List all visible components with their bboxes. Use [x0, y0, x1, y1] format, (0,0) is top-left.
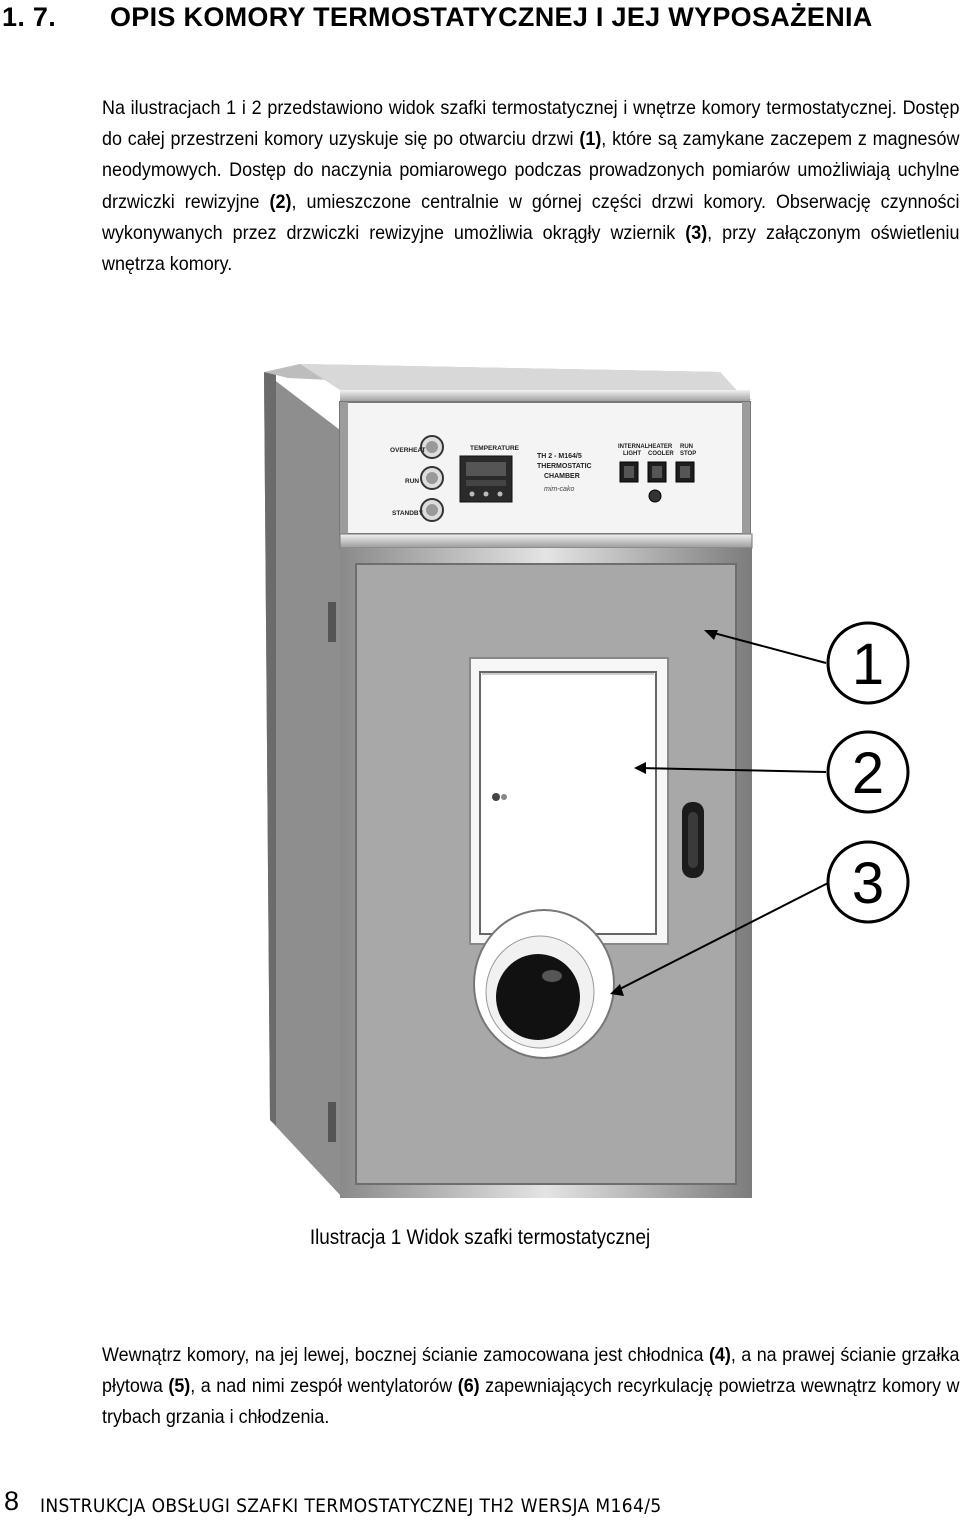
callout-arrow-2 — [637, 767, 827, 773]
switch1-label-line1: INTERNAL — [618, 444, 649, 450]
cabinet-illustration: OVERHEAT RUN STANDBY TEMPERATURE TH 2 - … — [264, 364, 910, 1198]
section-title: OPIS KOMORY TERMOSTATYCZNEJ I JEJ WYPOSA… — [110, 2, 873, 32]
inspection-door — [479, 671, 657, 935]
callout-number-2: 2 — [852, 741, 884, 806]
ref-heater: (5) — [168, 1375, 191, 1398]
switch3-label-line2: STOP — [680, 451, 696, 457]
standby-label: STANDBY — [392, 510, 424, 517]
switch2-label-line2: COOLER — [648, 451, 674, 457]
para2-text-4: zapewniających recyrkulację powietrza we… — [102, 1375, 960, 1429]
inspection-door-knob — [492, 793, 500, 801]
para2-text-3: , a nad nimi zespół wentylatorów — [190, 1375, 458, 1398]
footer-text: INSTRUKCJA OBSŁUGI SZAFKI TERMOSTATYCZNE… — [40, 1495, 662, 1517]
callout-arrow-3 — [613, 881, 831, 993]
temperature-label: TEMPERATURE — [470, 445, 520, 452]
door-hinge-bottom — [328, 1102, 336, 1142]
callout-circle-2 — [826, 730, 910, 814]
model-label-line1: TH 2 - M164/5 — [537, 453, 582, 460]
page-number: 8 — [4, 1486, 20, 1516]
switch3-label-line1: RUN — [680, 444, 693, 450]
switch2-label-line1: HEATER — [648, 444, 673, 450]
para1-text-1: Na ilustracjach 1 i 2 przedstawiono wido… — [102, 97, 960, 151]
model-label-line3: CHAMBER — [544, 473, 580, 480]
callout-number-3: 3 — [852, 851, 884, 916]
para1-text-3: , umieszczone centralnie w górnej części… — [102, 190, 960, 244]
callout-circle-3 — [826, 840, 910, 924]
para2-text-1: Wewnątrz komory, na jej lewej, bocznej ś… — [102, 1344, 709, 1366]
ref-cooler: (4) — [708, 1344, 731, 1366]
brand-label: mim-cako — [544, 486, 574, 493]
run-label: RUN — [405, 478, 419, 485]
model-label-line2: THERMOSTATIC — [537, 463, 592, 470]
intro-paragraph: Na ilustracjach 1 i 2 przedstawiono wido… — [102, 93, 959, 280]
indicator-lamp — [648, 489, 662, 503]
callout-circle-1 — [826, 621, 910, 705]
overheat-label: OVERHEAT — [390, 447, 426, 454]
para1-text-2: , które są zamykane zaczepem z magnesów … — [102, 128, 960, 213]
ref-inspection-door: (2) — [269, 190, 292, 213]
door-hinge-top — [328, 602, 336, 642]
switch1-label-line2: LIGHT — [623, 451, 641, 457]
para2-text-2: , a na prawej ścianie grzałka płytowa — [102, 1344, 960, 1398]
ref-door: (1) — [579, 128, 602, 151]
ref-viewing-window: (3) — [685, 221, 708, 244]
callout-number-1: 1 — [852, 632, 884, 697]
para1-text-4: , przy załączonym oświetleniu wnętrza ko… — [102, 221, 960, 276]
callout-arrow-1 — [709, 631, 827, 664]
interior-paragraph: Wewnątrz komory, na jej lewej, bocznej ś… — [102, 1340, 959, 1434]
page-footer: 8 INSTRUKCJA OBSŁUGI SZAFKI TERMOSTATYCZ… — [0, 1486, 960, 1526]
ref-fans: (6) — [457, 1375, 480, 1398]
section-number: 1. 7. — [2, 2, 57, 32]
figure-caption: Ilustracja 1 Widok szafki termostatyczne… — [309, 1226, 651, 1249]
cabinet-side-panel — [264, 372, 340, 1195]
viewing-window — [496, 954, 580, 1040]
